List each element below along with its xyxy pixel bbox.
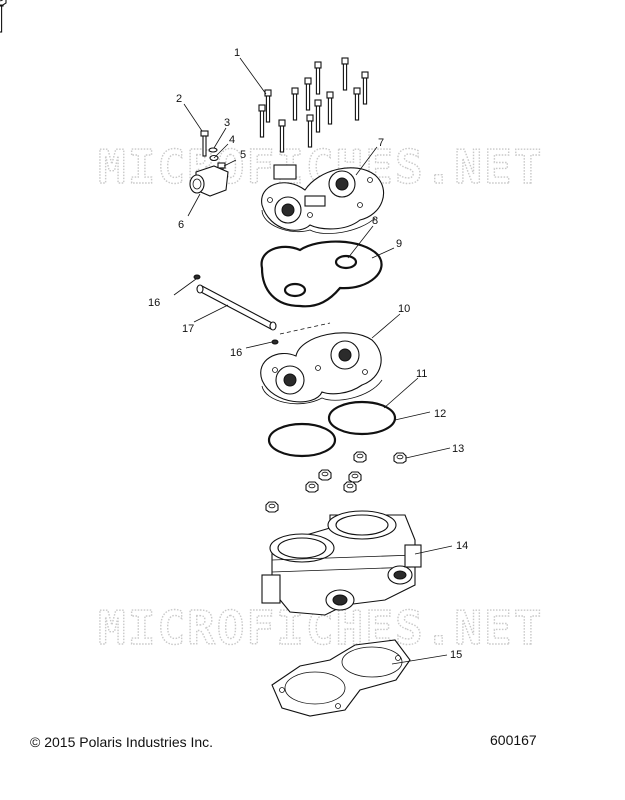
head-bolts[interactable] bbox=[0, 0, 369, 153]
callout-1: 1 bbox=[234, 47, 240, 59]
cylinder-block[interactable] bbox=[261, 510, 422, 616]
callout-7: 7 bbox=[378, 137, 384, 149]
drawing-number: 600167 bbox=[490, 732, 537, 748]
leader-lines bbox=[173, 57, 453, 665]
callout-14: 14 bbox=[456, 540, 468, 552]
callout-12: 12 bbox=[434, 408, 446, 420]
callout-16-bottom: 16 bbox=[230, 347, 242, 359]
cylinder-o-rings[interactable] bbox=[267, 400, 397, 458]
callout-6: 6 bbox=[178, 219, 184, 231]
thermostat-housing-group[interactable] bbox=[189, 130, 229, 197]
copyright-notice: © 2015 Polaris Industries Inc. bbox=[30, 734, 214, 750]
cylinder-nuts[interactable] bbox=[0, 0, 407, 513]
callout-labels: 1 2 3 4 5 6 7 8 9 16 17 16 10 11 12 13 1… bbox=[148, 47, 468, 661]
head-seal-o-rings[interactable] bbox=[260, 240, 383, 308]
head-insert[interactable] bbox=[260, 332, 383, 405]
callout-16-top: 16 bbox=[148, 297, 160, 309]
coolant-pipe[interactable] bbox=[193, 274, 331, 345]
base-gasket[interactable] bbox=[271, 639, 411, 717]
callout-15: 15 bbox=[450, 649, 462, 661]
callout-10: 10 bbox=[398, 303, 410, 315]
callout-4: 4 bbox=[229, 134, 235, 146]
callout-13: 13 bbox=[452, 443, 464, 455]
callout-8: 8 bbox=[372, 215, 378, 227]
callout-17: 17 bbox=[182, 323, 194, 335]
callout-5: 5 bbox=[240, 149, 246, 161]
callout-2: 2 bbox=[176, 93, 182, 105]
cylinder-head[interactable] bbox=[261, 164, 385, 234]
callout-11: 11 bbox=[416, 368, 427, 380]
callout-9: 9 bbox=[396, 238, 402, 250]
callout-3: 3 bbox=[224, 117, 230, 129]
